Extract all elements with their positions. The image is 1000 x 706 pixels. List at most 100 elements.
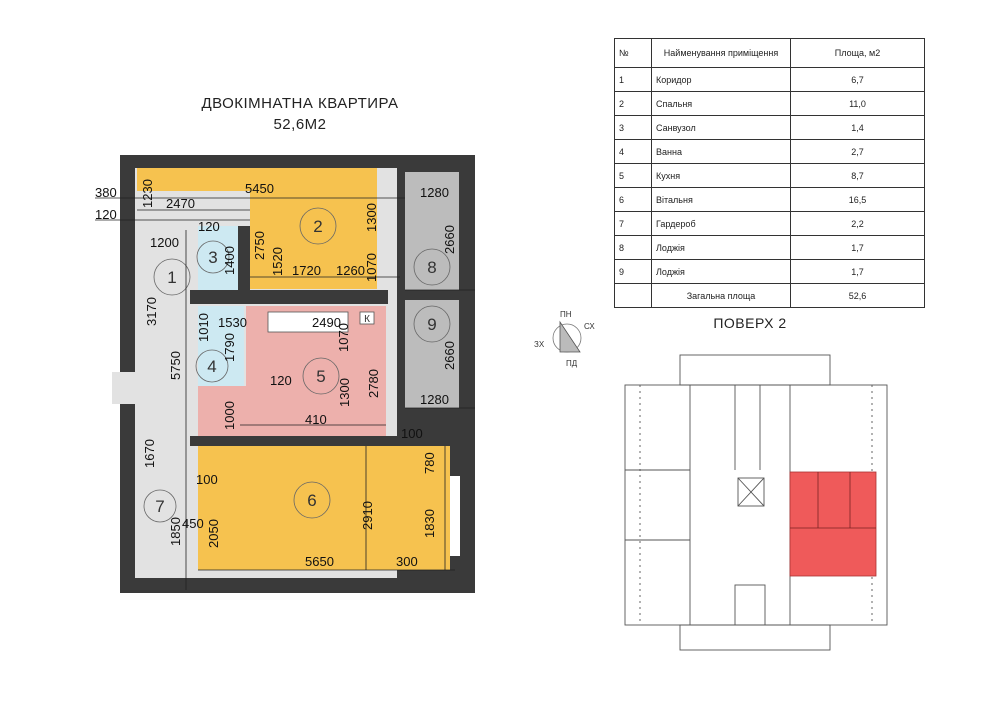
- row-area: 11,0: [790, 91, 925, 116]
- interior-wall-living: [190, 436, 452, 446]
- room-marker-9: [413, 305, 451, 343]
- row-name: Ванна: [651, 139, 791, 164]
- dim-1230: 1230: [140, 179, 155, 208]
- compass-west: ЗХ: [534, 340, 545, 349]
- dim-1790: 1790: [222, 333, 237, 362]
- compass: [552, 320, 582, 353]
- room-5-lower: [198, 386, 386, 436]
- plan-area: 52,6М2: [273, 116, 327, 133]
- row-number: 5: [614, 163, 652, 188]
- dim-1000: 1000: [222, 401, 237, 430]
- loggia-edge: [475, 172, 483, 408]
- row-area: 2,7: [790, 139, 925, 164]
- dimension-lines: [95, 197, 475, 590]
- room-label-5: 5: [316, 367, 325, 386]
- compass-east: СХ: [584, 322, 595, 331]
- highlighted-apartment: [789, 471, 877, 577]
- dim-1850: 1850: [168, 517, 183, 546]
- kitchen-mark-box: [359, 311, 375, 325]
- total-area: 52,6: [790, 283, 925, 308]
- row-number: 1: [614, 67, 652, 92]
- row-name: Лоджія: [651, 235, 791, 260]
- row-area: 1,7: [790, 235, 925, 260]
- floor-elevator-cross-b: [737, 477, 765, 507]
- floor-title: ПОВЕРХ 2: [713, 315, 787, 331]
- plan-title: ДВОКІМНАТНА КВАРТИРА: [201, 95, 399, 112]
- dim-1670: 1670: [142, 439, 157, 468]
- kitchen-counter: [267, 311, 349, 333]
- room-markers: [143, 207, 451, 523]
- room-marker-3: [196, 240, 230, 274]
- row-number: 7: [614, 211, 652, 236]
- row-name: Лоджія: [651, 259, 791, 284]
- total-empty-cell: [614, 283, 652, 308]
- dim-1720: 1720: [292, 263, 321, 278]
- row-name: Гардероб: [651, 211, 791, 236]
- row-name: Кухня: [651, 163, 791, 188]
- row-name: Вітальня: [651, 187, 791, 212]
- row-name: Санвузол: [651, 115, 791, 140]
- room-marker-7: [143, 489, 177, 523]
- dim-2490: 2490: [312, 315, 341, 330]
- row-area: 16,5: [790, 187, 925, 212]
- dim-2470: 2470: [166, 196, 195, 211]
- room-4: [198, 306, 244, 386]
- dim-3170: 3170: [144, 297, 159, 326]
- col-area: Площа, м2: [790, 38, 925, 68]
- compass-south: ПД: [566, 359, 578, 368]
- row-number: 9: [614, 259, 652, 284]
- room-label-3: 3: [208, 248, 217, 267]
- dim-2780: 2780: [366, 369, 381, 398]
- dim-2910: 2910: [360, 501, 375, 530]
- col-room-name: Найменування приміщення: [651, 38, 791, 68]
- dim-1010: 1010: [196, 313, 211, 342]
- dim-450: 450: [182, 516, 204, 531]
- interior-wall-mid: [190, 290, 388, 304]
- row-area: 1,4: [790, 115, 925, 140]
- room-marker-4: [195, 349, 229, 383]
- compass-needle-icon: [559, 320, 581, 353]
- dim-120-wc: 120: [198, 219, 220, 234]
- dim-380: 380: [95, 185, 117, 200]
- dim-120-kitchen: 120: [270, 373, 292, 388]
- dim-5750: 5750: [168, 351, 183, 380]
- dim-1400: 1400: [222, 246, 237, 275]
- row-name: Спальня: [651, 91, 791, 116]
- row-area: 1,7: [790, 259, 925, 284]
- dim-5650: 5650: [305, 554, 334, 569]
- room-marker-2: [299, 207, 337, 245]
- dim-2050: 2050: [206, 519, 221, 548]
- room-marker-6: [293, 481, 331, 519]
- highlighted-apartment-walls: [790, 472, 876, 529]
- room-marker-5: [302, 357, 340, 395]
- room-label-1: 1: [167, 268, 176, 287]
- dim-780: 780: [422, 452, 437, 474]
- dim-300: 300: [396, 554, 418, 569]
- room-marker-1: [153, 258, 191, 296]
- dim-1070-top: 1070: [364, 253, 379, 282]
- dim-5450: 5450: [245, 181, 274, 196]
- dim-1070-mid: 1070: [336, 323, 351, 352]
- row-number: 3: [614, 115, 652, 140]
- dim-1300-mid: 1300: [337, 378, 352, 407]
- room-table-header: № Найменування приміщення Площа, м2: [614, 38, 925, 68]
- floor-elevator-icon: [737, 477, 765, 507]
- row-area: 8,7: [790, 163, 925, 188]
- room-label-9: 9: [427, 315, 436, 334]
- dim-410: 410: [305, 412, 327, 427]
- entrance-gap: [112, 372, 138, 404]
- dim-100-left: 100: [196, 472, 218, 487]
- room-marker-8: [413, 248, 451, 286]
- row-number: 8: [614, 235, 652, 260]
- room-9: [405, 300, 459, 408]
- total-label: Загальна площа: [651, 283, 791, 308]
